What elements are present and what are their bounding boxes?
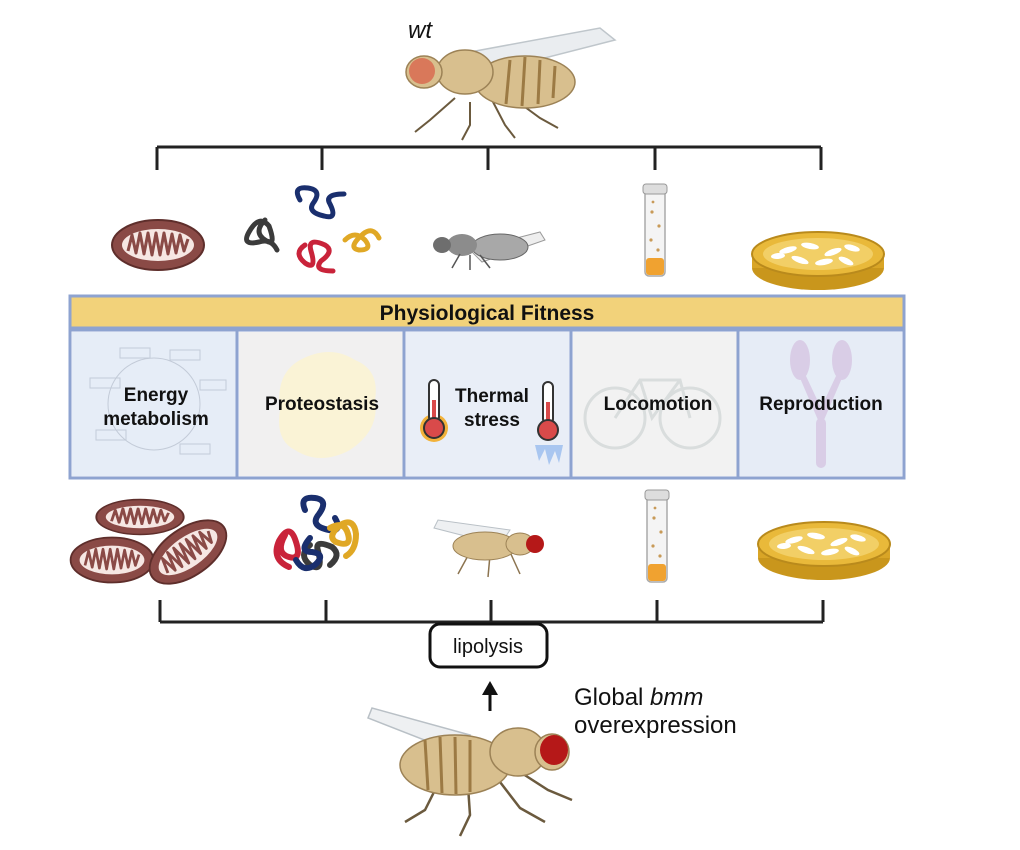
- lipolysis-label: lipolysis: [453, 636, 523, 658]
- hot-thermometer-icon: [420, 379, 448, 442]
- treatment-prefix: Global: [574, 684, 650, 711]
- category-panels: Energy metabolism Proteostasis Thermal s…: [68, 328, 906, 480]
- vial-icon: [642, 183, 668, 277]
- full-petri-dish-icon: [757, 521, 891, 581]
- treatment-label-line1: Global bmm: [574, 684, 703, 711]
- reproduction-label: Reproduction: [759, 394, 883, 415]
- bmm-overexpression-fly-illustration: [367, 707, 573, 837]
- treatment-gene: bmm: [650, 684, 703, 711]
- dense-protein-aggregate-icon: [273, 494, 360, 572]
- fitness-banner-title: Physiological Fitness: [380, 302, 595, 325]
- fitness-banner: [68, 294, 906, 330]
- wt-genotype-label: wt: [408, 17, 433, 44]
- wt-fly-illustration: [405, 27, 617, 141]
- grey-fly-icon: [433, 231, 546, 270]
- energy-metabolism-line1: Energy: [124, 385, 189, 406]
- thermal-stress-line1: Thermal: [455, 386, 529, 407]
- bottom-bracket: [158, 600, 825, 624]
- tan-fly-icon: [433, 519, 544, 578]
- up-arrow-icon: [482, 681, 498, 711]
- lipolysis-box: [428, 622, 549, 669]
- top-bracket: [155, 145, 823, 170]
- mitochondria-cluster-icon: [69, 498, 239, 598]
- treatment-label-line2: overexpression: [574, 712, 737, 739]
- petri-dish-icon: [751, 231, 885, 291]
- bicycle-graphic: [583, 378, 722, 450]
- metabolic-cycle-graphic: [89, 347, 227, 455]
- mitochondrion-icon: [110, 218, 206, 272]
- panel-locomotion: [573, 332, 737, 476]
- cold-thermometer-icon: [535, 381, 563, 465]
- protein-blob-graphic: [279, 352, 376, 458]
- proteostasis-label: Proteostasis: [265, 394, 379, 415]
- thermal-stress-line2: stress: [464, 410, 520, 431]
- locomotion-label: Locomotion: [604, 394, 713, 415]
- ovary-graphic: [790, 340, 852, 468]
- protein-aggregate-icon: [244, 185, 382, 274]
- energy-metabolism-line2: metabolism: [103, 409, 209, 430]
- panel-energy-metabolism: [72, 332, 236, 476]
- crowded-vial-icon: [644, 489, 670, 583]
